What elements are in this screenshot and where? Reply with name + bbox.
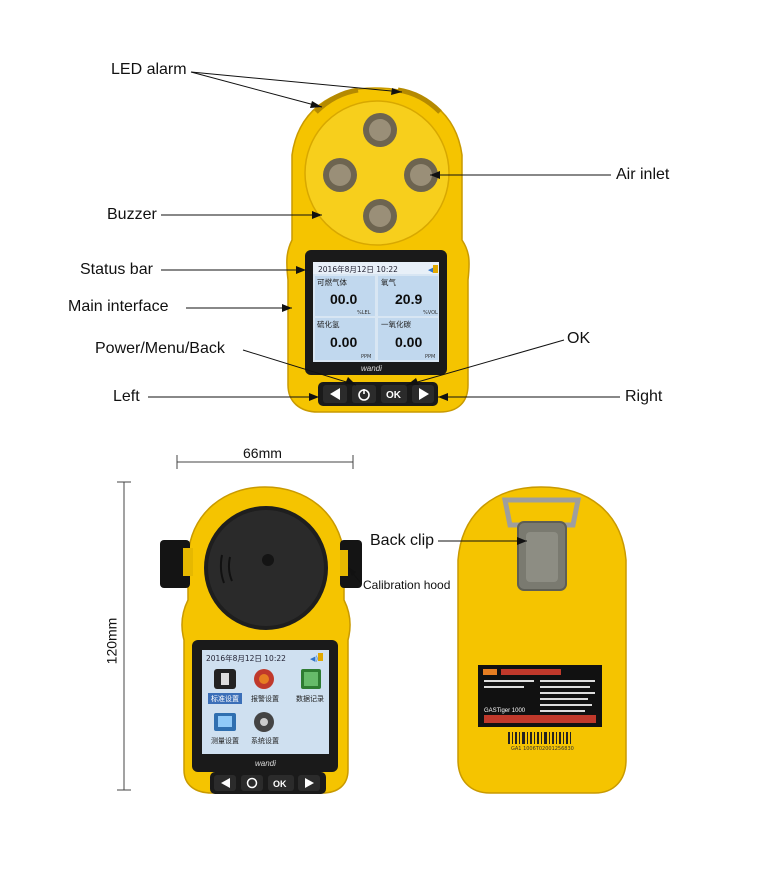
device-with-calibration-hood: 2016年8月12日 10:22 ◀) 标准设置 报警设置 数据记录 测量设置 … xyxy=(160,486,362,794)
battery-icon xyxy=(433,265,438,273)
gas-cell-2: 硫化氢 0.00 PPM xyxy=(315,318,375,360)
right-button[interactable] xyxy=(412,385,434,403)
height-dimension xyxy=(117,481,131,791)
menu-right-button[interactable] xyxy=(298,775,320,791)
gas-cell-0: 可燃气体 00.0 %LEL xyxy=(315,276,375,316)
label-left: Left xyxy=(113,388,140,405)
menu-ok-button[interactable]: OK xyxy=(268,775,294,791)
svg-text:20.9: 20.9 xyxy=(395,291,422,307)
air-inlet-sensor-bottom xyxy=(363,199,397,233)
menu-status-time: 2016年8月12日 10:22 xyxy=(206,653,286,663)
front-device: 2016年8月12日 10:22 ◀) 可燃气体 00.0 %LEL 氧气 20… xyxy=(286,87,470,413)
barcode xyxy=(508,732,571,744)
menu-item-3: 测量设置 xyxy=(211,713,239,745)
label-width: 66mm xyxy=(243,445,282,461)
svg-text:测量设置: 测量设置 xyxy=(211,736,239,745)
svg-text:一氧化碳: 一氧化碳 xyxy=(381,319,411,329)
left-button[interactable] xyxy=(323,385,347,403)
air-inlet-sensor-left xyxy=(323,158,357,192)
svg-text:可燃气体: 可燃气体 xyxy=(317,277,347,287)
label-calibration-hood: Calibration hood xyxy=(363,578,451,592)
svg-text:OK: OK xyxy=(273,779,287,789)
svg-text:氧气: 氧气 xyxy=(381,277,396,287)
label-air-inlet: Air inlet xyxy=(616,166,670,183)
front-status-time: 2016年8月12日 10:22 xyxy=(318,264,398,274)
gas-cell-1: 氧气 20.9 %VOL xyxy=(378,276,438,316)
svg-text:报警设置: 报警设置 xyxy=(251,694,279,703)
svg-text:标准设置: 标准设置 xyxy=(211,694,239,703)
callout-arrowheads xyxy=(282,88,448,401)
svg-text:◀): ◀) xyxy=(310,655,318,663)
label-power-menu-back: Power/Menu/Back xyxy=(95,340,225,357)
barcode-text: GA1 1006T02001256830 xyxy=(511,746,574,752)
menu-item-4: 系统设置 xyxy=(251,712,279,745)
svg-text:0.00: 0.00 xyxy=(330,334,357,350)
label-status-bar: Status bar xyxy=(80,261,153,278)
power-button[interactable] xyxy=(352,385,376,403)
label-main-interface: Main interface xyxy=(68,298,169,315)
menu-left-button[interactable] xyxy=(214,775,236,791)
svg-text:数据记录: 数据记录 xyxy=(296,694,324,703)
svg-text:系统设置: 系统设置 xyxy=(251,736,279,745)
menu-item-1: 报警设置 xyxy=(251,669,279,703)
label-right: Right xyxy=(625,388,663,405)
button-strip xyxy=(318,382,438,406)
svg-text:PPM: PPM xyxy=(361,354,371,360)
model-name: GASTiger 1000 xyxy=(484,708,526,714)
menu-brand: wandi xyxy=(255,759,276,768)
status-bar-region xyxy=(313,262,439,274)
svg-text:00.0: 00.0 xyxy=(330,291,357,307)
sound-icon: ◀) xyxy=(428,266,436,274)
air-inlet-sensor-right xyxy=(404,158,438,192)
label-ok: OK xyxy=(567,330,591,347)
gas-cell-3: 一氧化碳 0.00 PPM xyxy=(378,318,438,360)
label-buzzer: Buzzer xyxy=(107,206,157,223)
label-led-alarm: LED alarm xyxy=(111,61,187,78)
menu-item-2: 数据记录 xyxy=(296,669,324,703)
device-back: GASTiger 1000 GA1 1006T02001256830 xyxy=(457,486,627,794)
svg-text:%LEL: %LEL xyxy=(357,310,371,316)
air-inlet-sensor-top xyxy=(363,113,397,147)
svg-text:硫化氢: 硫化氢 xyxy=(317,319,340,329)
label-height: 120mm xyxy=(103,617,120,665)
svg-text:0.00: 0.00 xyxy=(395,334,422,350)
width-dimension xyxy=(176,455,354,469)
label-back-clip: Back clip xyxy=(370,532,435,549)
callout-lines xyxy=(148,71,620,398)
front-brand: wandi xyxy=(361,364,382,373)
svg-text:%VOL: %VOL xyxy=(423,310,438,316)
svg-text:PPM: PPM xyxy=(425,354,435,360)
svg-text:OK: OK xyxy=(386,390,402,401)
menu-item-0: 标准设置 xyxy=(208,669,242,704)
menu-power-button[interactable] xyxy=(241,775,263,791)
ok-button[interactable]: OK xyxy=(381,385,407,403)
